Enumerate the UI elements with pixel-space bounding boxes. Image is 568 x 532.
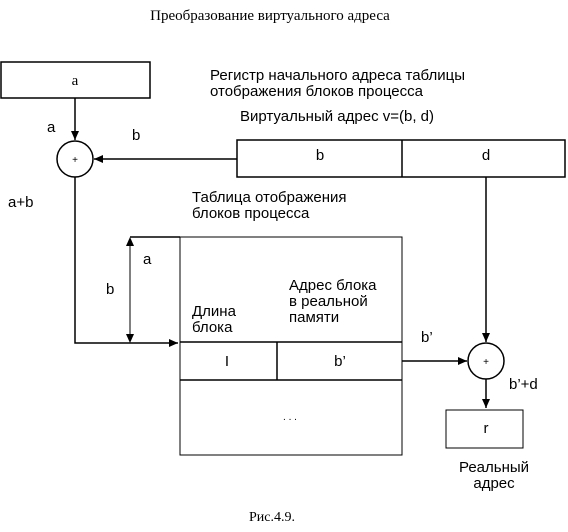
table-cell-address: b’ [334, 353, 346, 370]
virtual-address-field-d: d [482, 147, 490, 164]
table-dots: . . . [283, 412, 297, 423]
offset-b-arrowhead-bottom [126, 334, 134, 343]
label-a-plus-b: a+b [8, 194, 33, 211]
adder-2-symbol: + [483, 357, 489, 368]
table-col-address-line1: Адрес блока [289, 277, 377, 294]
label-a-left: a [47, 119, 56, 136]
virtual-address-caption: Виртуальный адрес v=(b, d) [240, 108, 434, 125]
diagram-title: Преобразование виртуального адреса [150, 8, 390, 24]
adder-1-symbol: + [72, 155, 78, 166]
result-caption-line1: Реальный [459, 459, 529, 476]
table-col-address-line2: в реальной [289, 293, 368, 310]
label-b-prime-plus-d: b’+d [509, 376, 538, 393]
virtual-address-box [236, 139, 566, 178]
label-a-offset: a [143, 251, 152, 268]
register-caption-line1: Регистр начального адреса таблицы [210, 67, 465, 84]
label-b-offset: b [106, 281, 114, 298]
mapping-table [179, 236, 403, 456]
register-caption-line2: отображения блоков процесса [210, 83, 424, 100]
result-box-label: r [484, 420, 489, 437]
label-b-prime-arrow: b’ [421, 329, 433, 346]
table-col-length-line2: блока [192, 319, 233, 336]
table-cell-length: I [225, 353, 229, 370]
table-col-length-line1: Длина [192, 303, 237, 320]
offset-b-arrowhead-top [126, 237, 134, 246]
sum-to-table-arrow [74, 177, 178, 347]
label-b-arrow: b [132, 127, 140, 144]
result-caption-line2: адрес [473, 475, 515, 492]
table-caption-line1: Таблица отображения [192, 189, 346, 206]
table-caption-line2: блоков процесса [192, 205, 310, 222]
figure-caption: Рис.4.9. [249, 510, 295, 525]
result-box [445, 409, 524, 449]
virtual-address-field-b: b [316, 147, 324, 164]
register-box-label: a [72, 73, 79, 89]
table-col-address-line3: памяти [289, 309, 339, 326]
